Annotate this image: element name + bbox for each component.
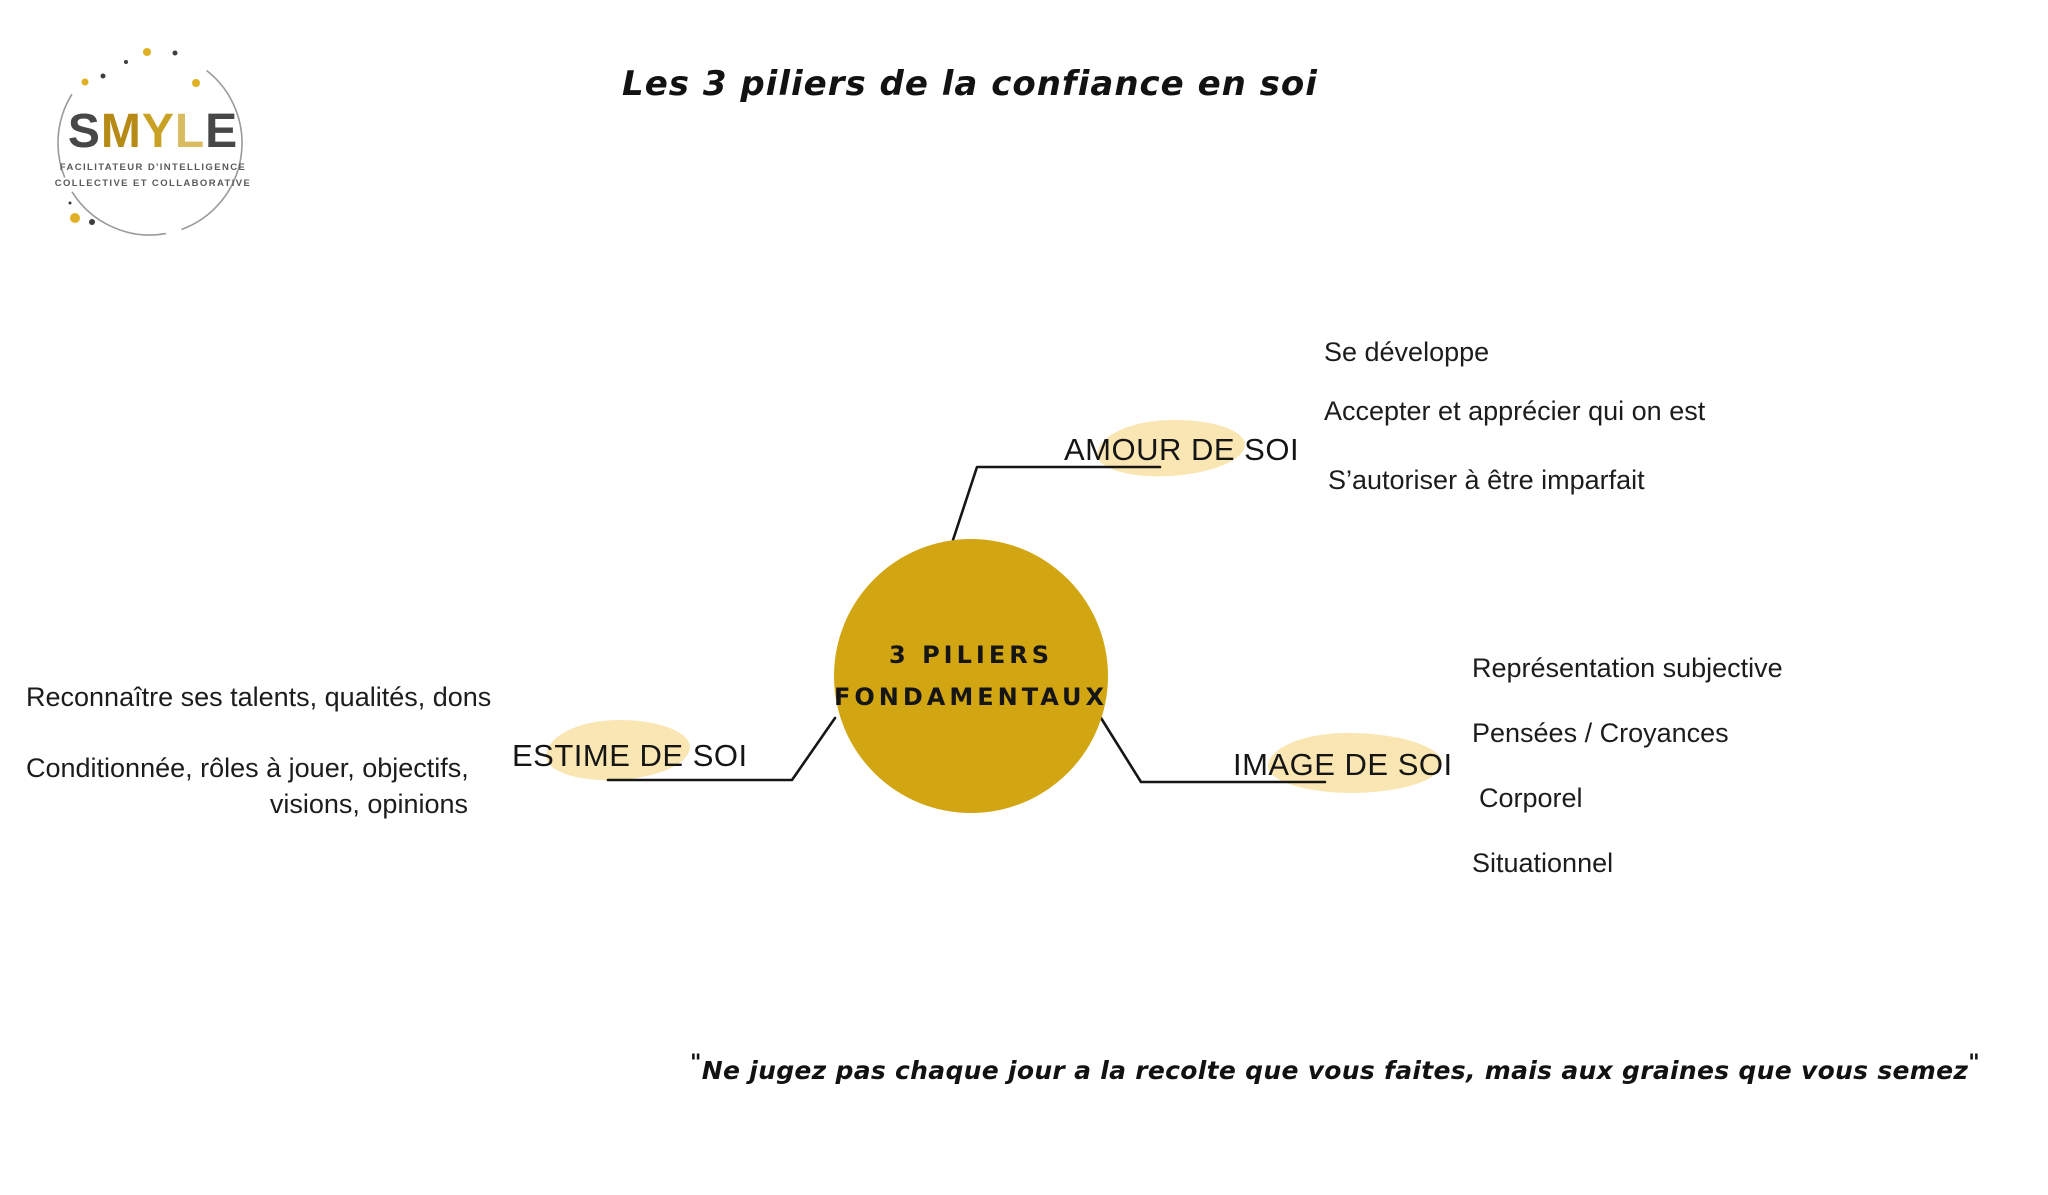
center-node: 3 PILIERS FONDAMENTAUX: [834, 539, 1108, 813]
amour-branch-line: [951, 465, 1162, 542]
estime-notes-block: Reconnaître ses talents, qualités, dons …: [26, 679, 492, 822]
image-item: Situationnel: [1472, 848, 1614, 878]
logo-letter: L: [174, 105, 206, 158]
amour-items-list: Se développe Accepter et apprécier qui o…: [1324, 334, 1705, 498]
page-title: Les 3 piliers de la confiance en soi: [622, 64, 1318, 104]
amour-item: S’autoriser à être imparfait: [1328, 465, 1645, 495]
logo-tagline-line1: FACILITATEUR D'INTELLIGENCE: [59, 162, 247, 173]
center-node-line2: FONDAMENTAUX: [833, 683, 1109, 711]
logo-dot-dark: [100, 73, 106, 79]
amour-item: Se développe: [1324, 337, 1490, 367]
quote-text: Ne jugez pas chaque jour a la recolte qu…: [701, 1056, 1969, 1085]
logo-dot-gold: [143, 48, 151, 56]
logo-dot-dark: [68, 201, 72, 205]
logo-tagline-line2: COLLECTIVE ET COLLABORATIVE: [54, 178, 252, 189]
bottom-quote: "Ne jugez pas chaque jour a la recolte q…: [628, 1051, 2042, 1085]
image-item: Corporel: [1479, 783, 1583, 813]
estime-note-line: visions, opinions: [269, 789, 468, 819]
logo-letter: Y: [141, 105, 175, 158]
logo-dot-gold: [192, 79, 200, 87]
logo-dot-dark: [124, 60, 128, 64]
logo-letter: E: [205, 105, 239, 158]
logo-dot-gold: [81, 78, 89, 86]
center-node-line1: 3 PILIERS: [889, 641, 1053, 669]
branch-label-estime: ESTIME DE SOI: [512, 738, 748, 773]
logo-letter: M: [100, 105, 142, 158]
logo-letter: S: [67, 105, 101, 158]
branch-label-image: IMAGE DE SOI: [1233, 747, 1453, 782]
smyle-logo: SMYLE FACILITATEUR D'INTELLIGENCE COLLEC…: [48, 38, 258, 253]
image-items-list: Représentation subjective Pensées / Croy…: [1472, 650, 1783, 910]
logo-wordmark: SMYLE: [48, 104, 258, 159]
image-item: Pensées / Croyances: [1472, 718, 1729, 748]
logo-dot-gold: [70, 213, 80, 223]
image-item: Représentation subjective: [1472, 653, 1783, 683]
estime-note-line: Conditionnée, rôles à jouer, objectifs,: [26, 753, 469, 783]
quote-close-mark: ": [1968, 1051, 1980, 1076]
estime-note-line: Reconnaître ses talents, qualités, dons: [26, 682, 492, 712]
quote-open-mark: ": [689, 1051, 702, 1076]
logo-dot-dark: [172, 50, 178, 56]
logo-dot-dark: [89, 219, 95, 225]
branch-label-amour: AMOUR DE SOI: [1064, 432, 1300, 467]
amour-item: Accepter et apprécier qui on est: [1324, 396, 1706, 426]
logo-circle-sketch-icon: [57, 48, 243, 236]
